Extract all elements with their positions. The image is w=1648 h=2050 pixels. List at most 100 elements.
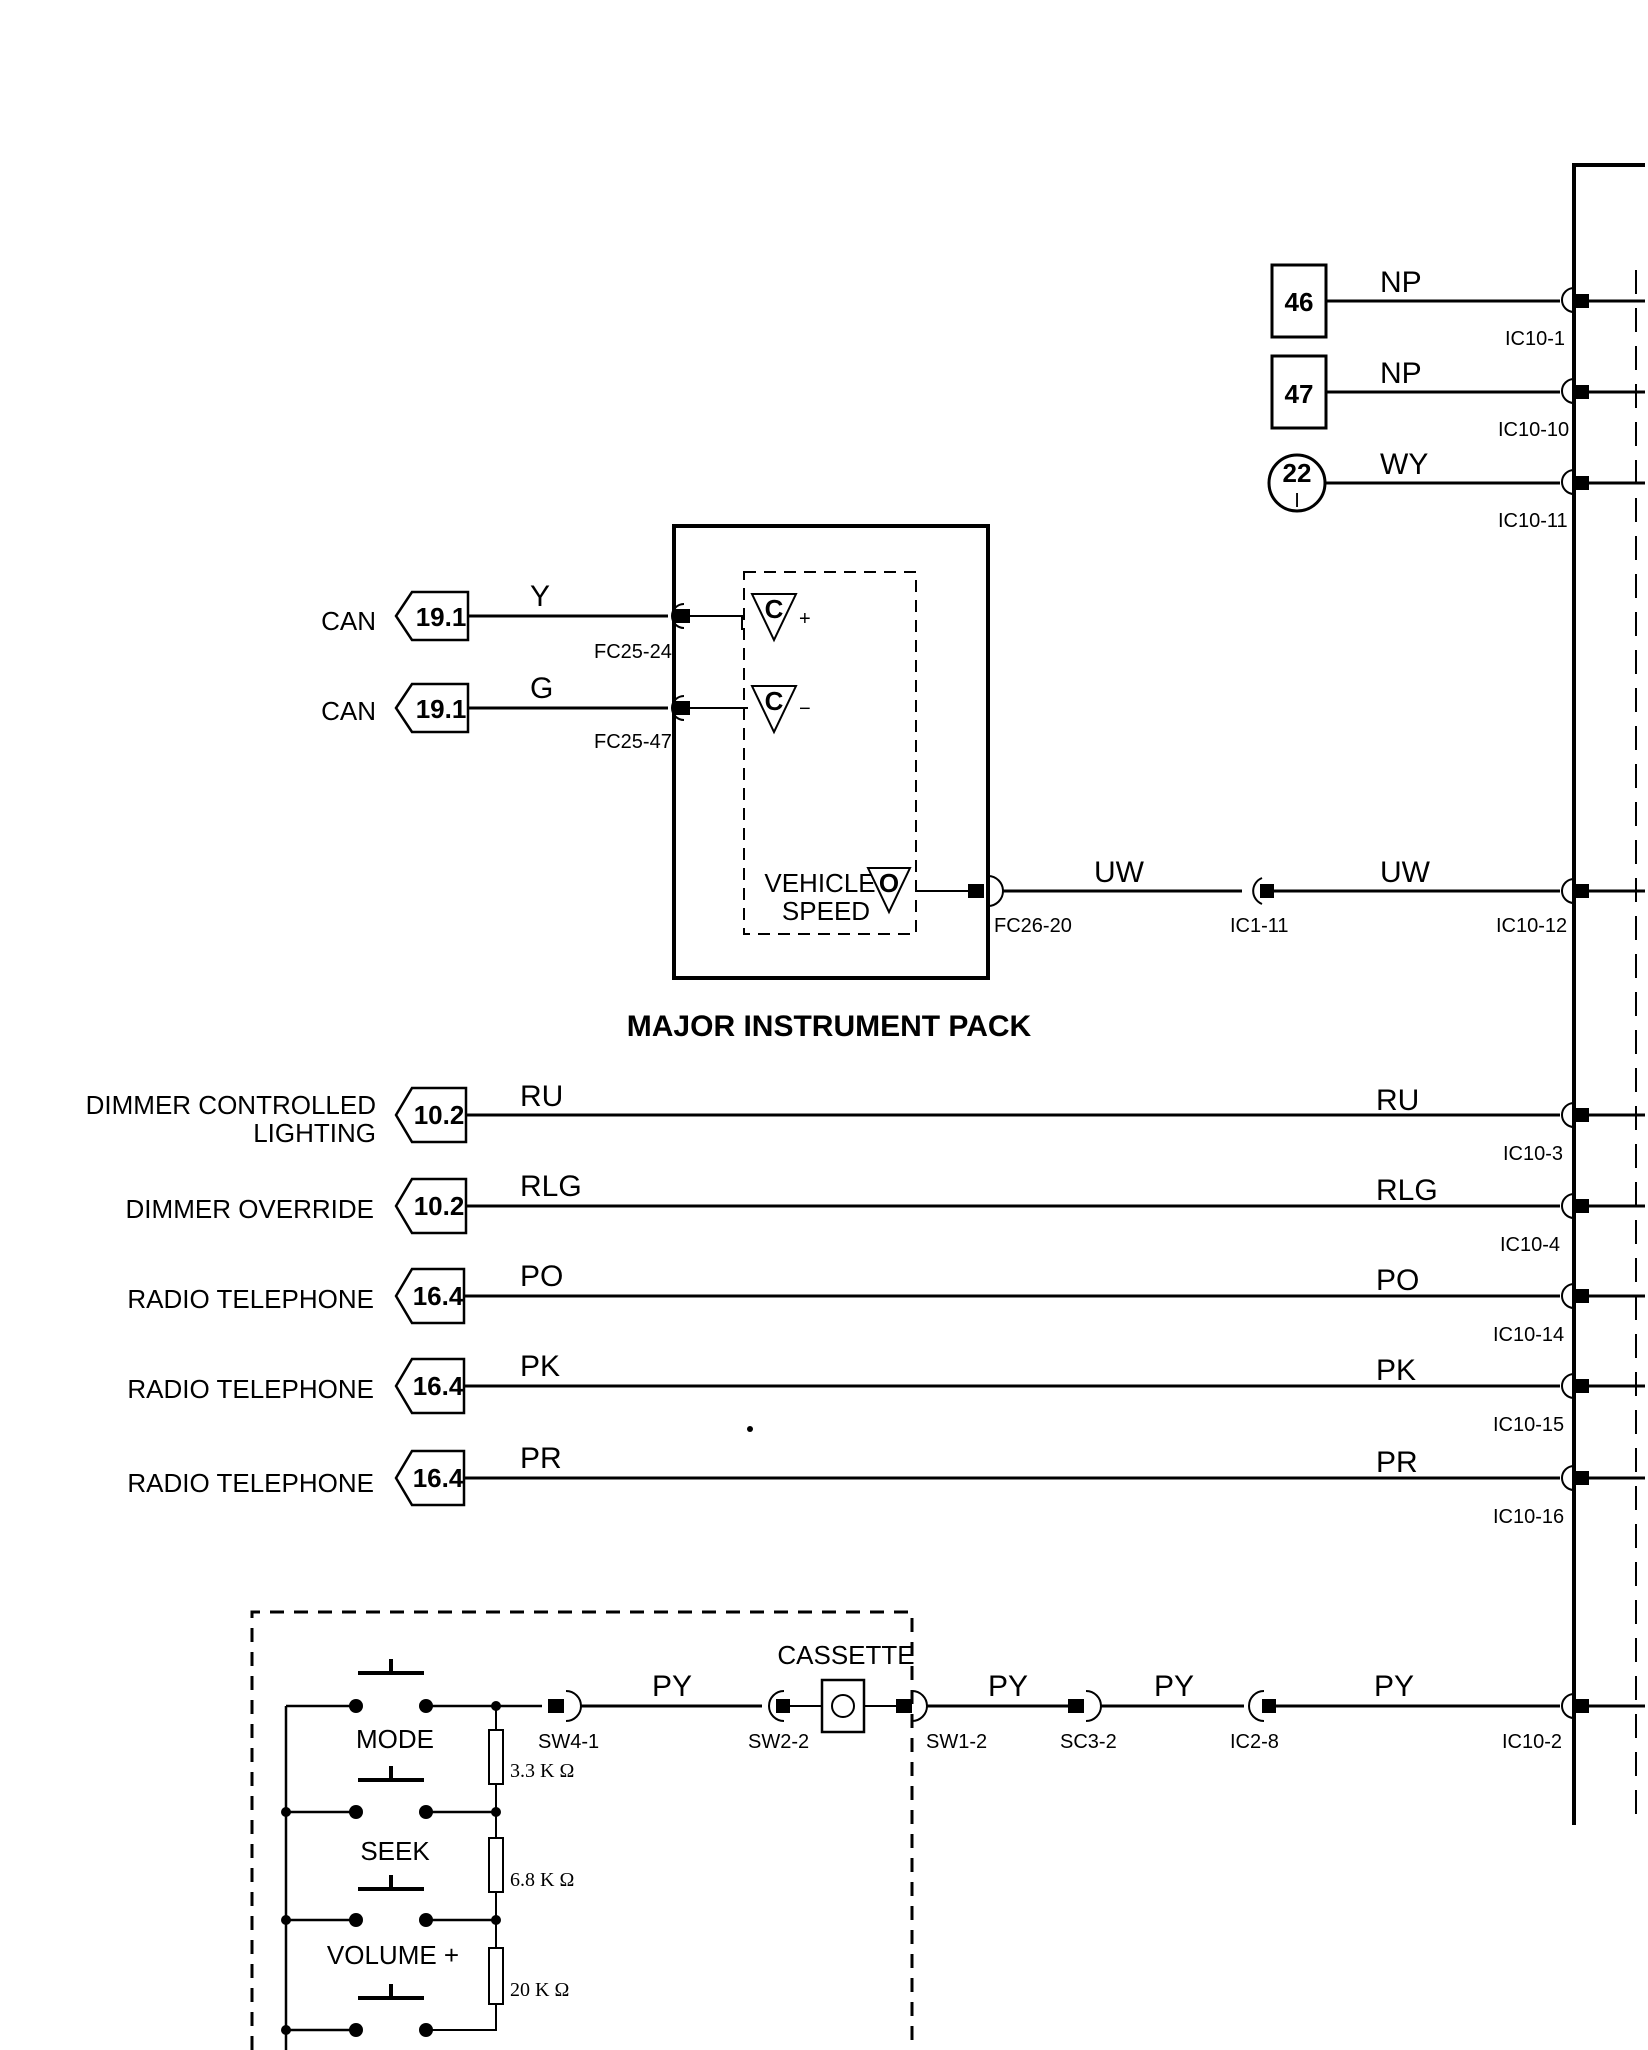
wire-color-label: PY [988, 1670, 1028, 1703]
arrow-ref-label: RADIO TELEPHONE [127, 1468, 374, 1498]
offpage-ref-47: 47 NP IC10-10 [1270, 354, 1569, 441]
connector-label: IC10-16 [1493, 1506, 1564, 1528]
resistor-1 [488, 1729, 504, 1785]
svg-text:6.8 K Ω: 6.8 K Ω [510, 1869, 574, 1891]
dimmer-override-feed: DIMMER OVERRIDE 10.2 RLG RLG IC10-4 [126, 1170, 1561, 1256]
connector-label: IC10-4 [1500, 1234, 1560, 1256]
wire-color-label: NP [1380, 266, 1422, 299]
wire-color-label: PO [1376, 1264, 1419, 1297]
svg-text:16.4: 16.4 [413, 1371, 464, 1401]
major-instrument-pack: C + C − VEHICLE SPEED O MAJOR INSTRUMENT… [627, 524, 1032, 1043]
wire-color-label: NP [1380, 357, 1422, 390]
svg-text:16.4: 16.4 [413, 1463, 464, 1493]
svg-text:SPEED: SPEED [782, 896, 870, 926]
wire-color-label: RU [520, 1080, 563, 1113]
svg-text:47: 47 [1285, 379, 1314, 409]
wire-color-label: PR [520, 1442, 562, 1475]
vehicle-speed-symbol: O [879, 868, 899, 898]
arrow-ref-label: DIMMER CONTROLLED [86, 1090, 376, 1120]
svg-text:3.3 K Ω: 3.3 K Ω [510, 1760, 574, 1782]
connector-label: IC10-11 [1498, 510, 1568, 532]
cassette-unit: CASSETTE [777, 1640, 915, 1734]
wire-color-label: G [530, 672, 553, 705]
wire-color-label: Y [530, 580, 550, 613]
wire-color-label: PK [1376, 1354, 1416, 1387]
py-feed: SW1-2 PY SC3-2 PY IC2-8 PY IC10-2 [926, 1670, 1562, 1753]
connector-label: IC10-2 [1502, 1731, 1562, 1753]
svg-text:MODE: MODE [356, 1724, 434, 1754]
wire-color-label: PY [1374, 1670, 1414, 1703]
offpage-ref-46: 46 NP IC10-1 [1270, 263, 1565, 350]
offpage-ref-22: 22 I WY IC10-11 [1267, 448, 1568, 532]
wire-color-label: WY [1380, 448, 1428, 481]
svg-text:16.4: 16.4 [413, 1281, 464, 1311]
svg-text:+: + [799, 608, 811, 630]
svg-text:22: 22 [1283, 458, 1312, 488]
bus-pin-squares [1573, 294, 1589, 1713]
switch-pack: MODE 3.3 K Ω SEEK 6.8 K Ω [250, 1610, 928, 2050]
connector-label: IC10-12 [1496, 915, 1567, 937]
svg-text:−: − [799, 698, 811, 720]
connector-label: IC10-10 [1498, 419, 1569, 441]
svg-text:19.1: 19.1 [416, 602, 467, 632]
svg-text:SEEK: SEEK [360, 1836, 430, 1866]
wire-color-label: PR [1376, 1446, 1418, 1479]
svg-text:I: I [1294, 490, 1300, 512]
wire-color-label: PY [652, 1670, 692, 1703]
wire-color-label: RU [1376, 1084, 1419, 1117]
stray-dot [747, 1426, 753, 1432]
volume-plus-switch: VOLUME + [281, 1875, 501, 1970]
seek-switch: SEEK [281, 1766, 501, 1866]
resistor-3 [488, 1947, 504, 2005]
arrow-ref-label: RADIO TELEPHONE [127, 1374, 374, 1404]
resistor-2 [488, 1837, 504, 1893]
connector-label: FC25-47 [594, 731, 672, 753]
svg-text:19.1: 19.1 [416, 694, 467, 724]
svg-text:CASSETTE: CASSETTE [777, 1640, 914, 1670]
arrow-ref-label: DIMMER OVERRIDE [126, 1194, 374, 1224]
connector-label: FC25-24 [594, 641, 672, 663]
wire-color-label: RLG [1376, 1174, 1438, 1207]
can-input-minus: CAN 19.1 G FC25-47 [321, 672, 672, 753]
vehicle-speed-wire: UW FC26-20 IC1-11 UW IC10-12 [994, 856, 1567, 937]
svg-text:10.2: 10.2 [414, 1191, 465, 1221]
can-minus-symbol: C [765, 686, 784, 716]
main-bus [1572, 163, 1645, 1825]
connector-label: FC26-20 [994, 915, 1072, 937]
svg-text:20 K Ω: 20 K Ω [510, 1979, 569, 2001]
connector-label: SW1-2 [926, 1731, 987, 1753]
connector-label: IC10-3 [1503, 1143, 1563, 1165]
wire-color-label: PK [520, 1350, 560, 1383]
wire-color-label: UW [1094, 856, 1145, 889]
connector-label: IC10-1 [1505, 328, 1565, 350]
arrow-ref-label: RADIO TELEPHONE [127, 1284, 374, 1314]
vehicle-speed-label: VEHICLE [764, 868, 875, 898]
connector-label: IC10-15 [1493, 1414, 1564, 1436]
wire-color-label: RLG [520, 1170, 582, 1203]
radio-telephone-feed-pk: RADIO TELEPHONE 16.4 PK PK IC10-15 [127, 1350, 1564, 1436]
connector-label: SW4-1 [538, 1731, 599, 1753]
radio-telephone-feed-pr: RADIO TELEPHONE 16.4 PR PR IC10-16 [127, 1442, 1564, 1528]
connector-label: IC10-14 [1493, 1324, 1564, 1346]
svg-text:VOLUME +: VOLUME + [327, 1940, 459, 1970]
mode-switch: MODE [286, 1659, 434, 1754]
wire-color-label: PO [520, 1260, 563, 1293]
arrow-ref-label: CAN [321, 606, 376, 636]
dimmer-controlled-lighting-feed: DIMMER CONTROLLED LIGHTING 10.2 RU RU IC… [86, 1080, 1563, 1165]
svg-text:10.2: 10.2 [414, 1100, 465, 1130]
instrument-pack-title: MAJOR INSTRUMENT PACK [627, 1010, 1032, 1043]
wire-color-label: UW [1380, 856, 1431, 889]
connector-label: IC2-8 [1230, 1731, 1279, 1753]
arrow-ref-label: CAN [321, 696, 376, 726]
radio-telephone-feed-po: RADIO TELEPHONE 16.4 PO PO IC10-14 [127, 1260, 1564, 1346]
connector-label: SC3-2 [1060, 1731, 1117, 1753]
can-plus-symbol: C [765, 594, 784, 624]
wire-color-label: PY [1154, 1670, 1194, 1703]
connector-label: SW2-2 [748, 1731, 809, 1753]
svg-text:46: 46 [1285, 287, 1314, 317]
can-input-plus: CAN 19.1 Y FC25-24 [321, 580, 672, 663]
bus-outgoing-stubs [1589, 299, 1645, 1708]
svg-text:LIGHTING: LIGHTING [253, 1118, 376, 1148]
connector-label: IC1-11 [1230, 915, 1289, 937]
